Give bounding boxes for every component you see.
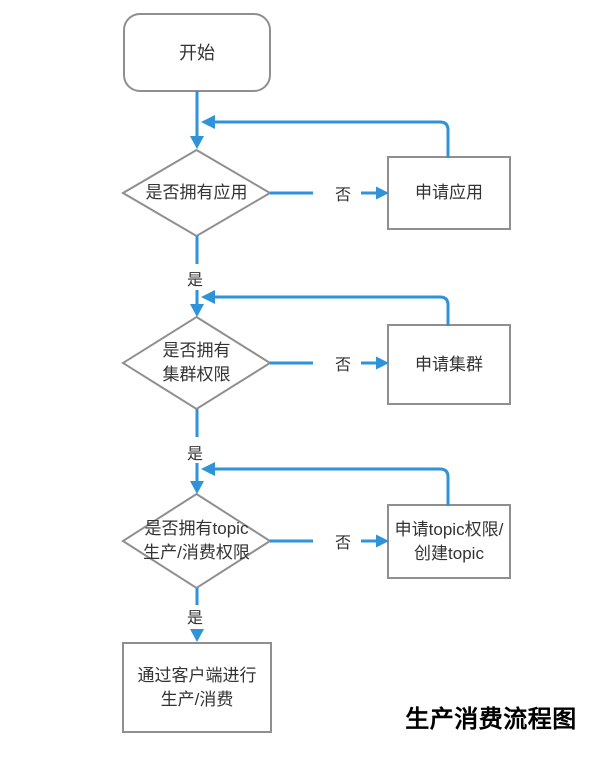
arrowhead-into-produce — [190, 629, 204, 642]
arrowhead-into-check-cluster — [190, 304, 204, 317]
edge-apply-app-loopback — [214, 120, 450, 158]
arrowhead-loopback-app — [201, 115, 215, 129]
apply-topic-node-shape — [387, 504, 511, 579]
diagram-title: 生产消费流程图 — [405, 705, 577, 733]
apply-cluster-node-shape — [387, 324, 511, 405]
arrowhead-into-check-app — [190, 136, 204, 149]
arrowhead-into-check-topic — [190, 481, 204, 494]
check-cluster-diamond-shape — [121, 315, 272, 411]
arrowhead-into-apply-topic — [376, 534, 389, 548]
apply-app-node-shape — [387, 156, 511, 230]
arrowhead-into-apply-cluster — [376, 356, 389, 370]
edge-apply-topic-loopback — [214, 467, 450, 506]
arrowhead-loopback-cluster — [201, 290, 215, 304]
arrowhead-loopback-topic — [201, 462, 215, 476]
check-app-diamond-shape — [121, 148, 272, 238]
edge-apply-cluster-loopback — [214, 295, 450, 326]
produce-node-shape — [122, 642, 272, 733]
arrowhead-into-apply-app — [376, 186, 389, 200]
check-topic-diamond-shape — [121, 492, 272, 590]
start-node-shape — [123, 13, 271, 92]
